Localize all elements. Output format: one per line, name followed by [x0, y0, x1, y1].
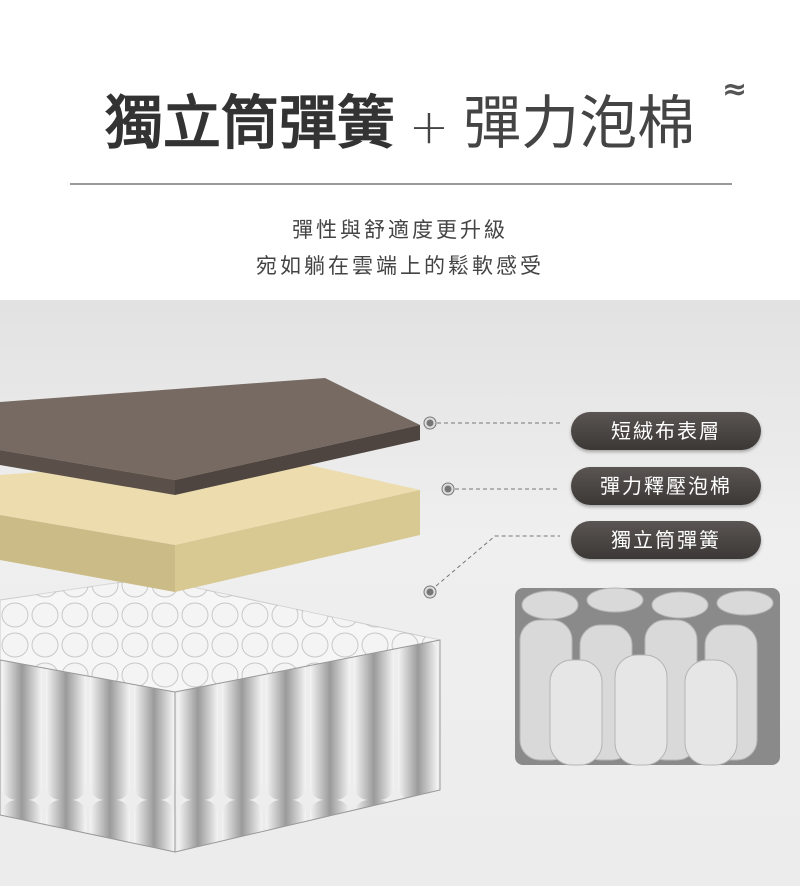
wave-icon: ≈ [722, 72, 748, 107]
label-foam-layer: 彈力釋壓泡棉 [571, 467, 761, 505]
title-plus: + [408, 99, 450, 155]
page-title: 獨立筒彈簧+彈力泡棉 [0, 88, 800, 162]
fabric-layer [0, 378, 420, 495]
label-spring-layer: 獨立筒彈簧 [571, 521, 761, 559]
spring-layer [0, 577, 441, 853]
label-fabric-layer: 短絨布表層 [571, 412, 761, 450]
subtitle-line1: 彈性與舒適度更升級 [292, 218, 508, 242]
divider [70, 183, 732, 185]
callout-lines [423, 416, 560, 599]
title-bold: 獨立筒彈簧 [104, 89, 395, 157]
subtitle-line2: 宛如躺在雲端上的鬆軟感受 [256, 254, 544, 278]
title-light: 彈力泡棉 [463, 89, 696, 157]
spring-photo [515, 587, 780, 766]
